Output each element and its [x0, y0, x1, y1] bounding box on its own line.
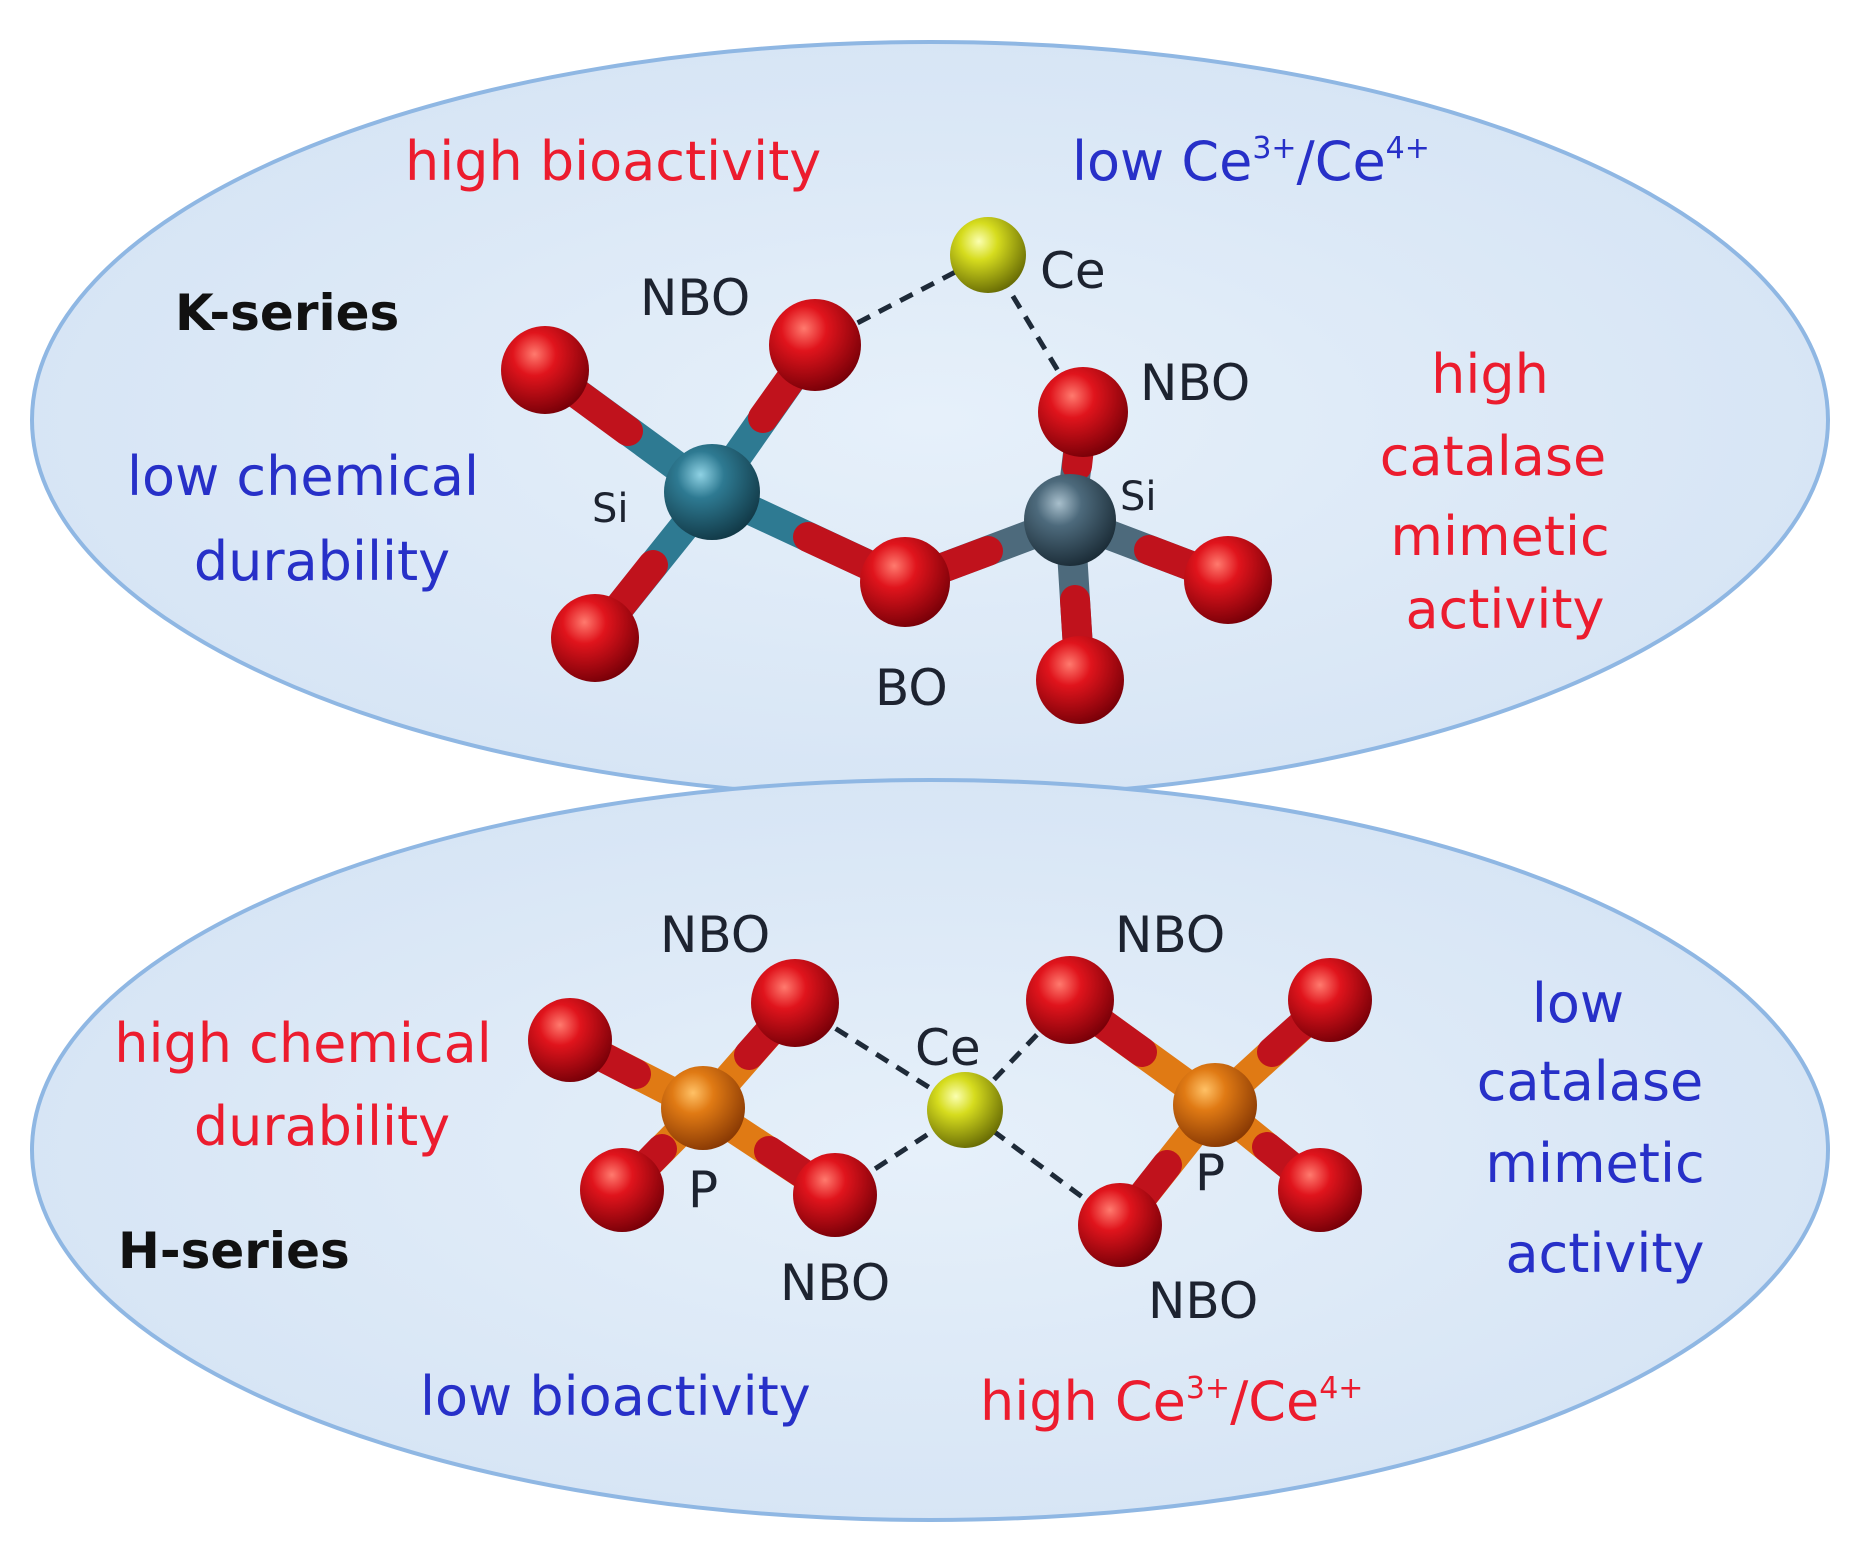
h-phosphorus-atom — [1173, 1063, 1257, 1147]
k-bioactivity-label: high bioactivity — [405, 130, 821, 193]
k-si-label-right: Si — [1120, 474, 1157, 520]
h-nbo-label-top-left: NBO — [660, 906, 770, 964]
k-catalase-line4: activity — [1405, 578, 1604, 641]
k-cerium-atom — [950, 217, 1026, 293]
h-catalase-line3: mimetic — [1485, 1132, 1704, 1195]
h-nbo-label-bottom-left: NBO — [780, 1254, 890, 1312]
k-series-molecule — [501, 217, 1272, 724]
h-durability-line1: high chemical — [114, 1012, 491, 1075]
h-ratio-sep: /Ce — [1230, 1370, 1319, 1433]
h-p-label-left: P — [688, 1161, 718, 1219]
h-oxygen-atom — [528, 998, 612, 1082]
k-series-title: K-series — [175, 284, 399, 342]
k-catalase-line2: catalase — [1380, 425, 1607, 488]
h-nbo-label-bottom-right: NBO — [1148, 1272, 1258, 1330]
k-silicon-atom — [664, 444, 760, 540]
h-oxygen-atom-nbo — [1078, 1183, 1162, 1267]
k-ratio-prefix: low — [1072, 130, 1181, 193]
k-ratio-ce3: Ce — [1181, 130, 1252, 193]
k-bo-label: BO — [875, 659, 948, 717]
k-oxygen-atom — [501, 326, 589, 414]
k-catalase-line1: high — [1431, 343, 1549, 406]
k-oxygen-atom — [551, 594, 639, 682]
k-silicon-atom — [1024, 474, 1116, 566]
k-ce-label: Ce — [1040, 242, 1106, 300]
h-ratio-ce3: Ce — [1115, 1370, 1186, 1433]
h-series-title: H-series — [118, 1222, 350, 1280]
h-durability-line2: durability — [194, 1095, 450, 1158]
h-series-ellipse — [30, 778, 1830, 1522]
h-oxygen-atom — [1288, 958, 1372, 1042]
k-oxygen-atom — [1184, 536, 1272, 624]
k-nbo-label-left: NBO — [640, 269, 750, 327]
h-oxygen-atom — [580, 1148, 664, 1232]
h-ce-label: Ce — [915, 1019, 981, 1077]
h-ratio-prefix: high — [980, 1370, 1115, 1433]
k-durability-line2: durability — [194, 530, 450, 593]
h-catalase-line4: activity — [1505, 1222, 1704, 1285]
h-nbo-label-top-right: NBO — [1115, 906, 1225, 964]
h-bioactivity-label: low bioactivity — [420, 1365, 811, 1428]
k-ratio-sep: /Ce — [1297, 130, 1386, 193]
k-ce-ratio-label: low Ce3+/Ce4+ — [1072, 130, 1430, 193]
k-oxygen-atom — [1036, 636, 1124, 724]
h-series-molecule — [528, 956, 1372, 1267]
h-oxygen-atom-nbo — [793, 1153, 877, 1237]
h-ratio-ce4-sup: 4+ — [1319, 1371, 1363, 1406]
k-ratio-ce4-sup: 4+ — [1386, 131, 1430, 166]
h-ratio-ce3-sup: 3+ — [1186, 1371, 1230, 1406]
k-nbo-label-right: NBO — [1140, 354, 1250, 412]
h-ce-ratio-label: high Ce3+/Ce4+ — [980, 1370, 1363, 1433]
h-oxygen-atom-nbo — [751, 959, 839, 1047]
h-catalase-line1: low — [1532, 972, 1624, 1035]
k-oxygen-atom-bo — [860, 537, 950, 627]
h-oxygen-atom — [1278, 1148, 1362, 1232]
k-ratio-ce3-sup: 3+ — [1252, 131, 1296, 166]
h-catalase-line2: catalase — [1477, 1050, 1704, 1113]
h-p-label-right: P — [1195, 1144, 1225, 1202]
k-durability-line1: low chemical — [127, 445, 479, 508]
h-oxygen-atom-nbo — [1026, 956, 1114, 1044]
h-cerium-atom — [927, 1072, 1003, 1148]
k-oxygen-atom-nbo — [769, 299, 861, 391]
k-catalase-line3: mimetic — [1390, 505, 1609, 568]
k-si-label-left: Si — [592, 486, 629, 532]
k-oxygen-atom-nbo — [1038, 367, 1128, 457]
h-phosphorus-atom — [661, 1066, 745, 1150]
